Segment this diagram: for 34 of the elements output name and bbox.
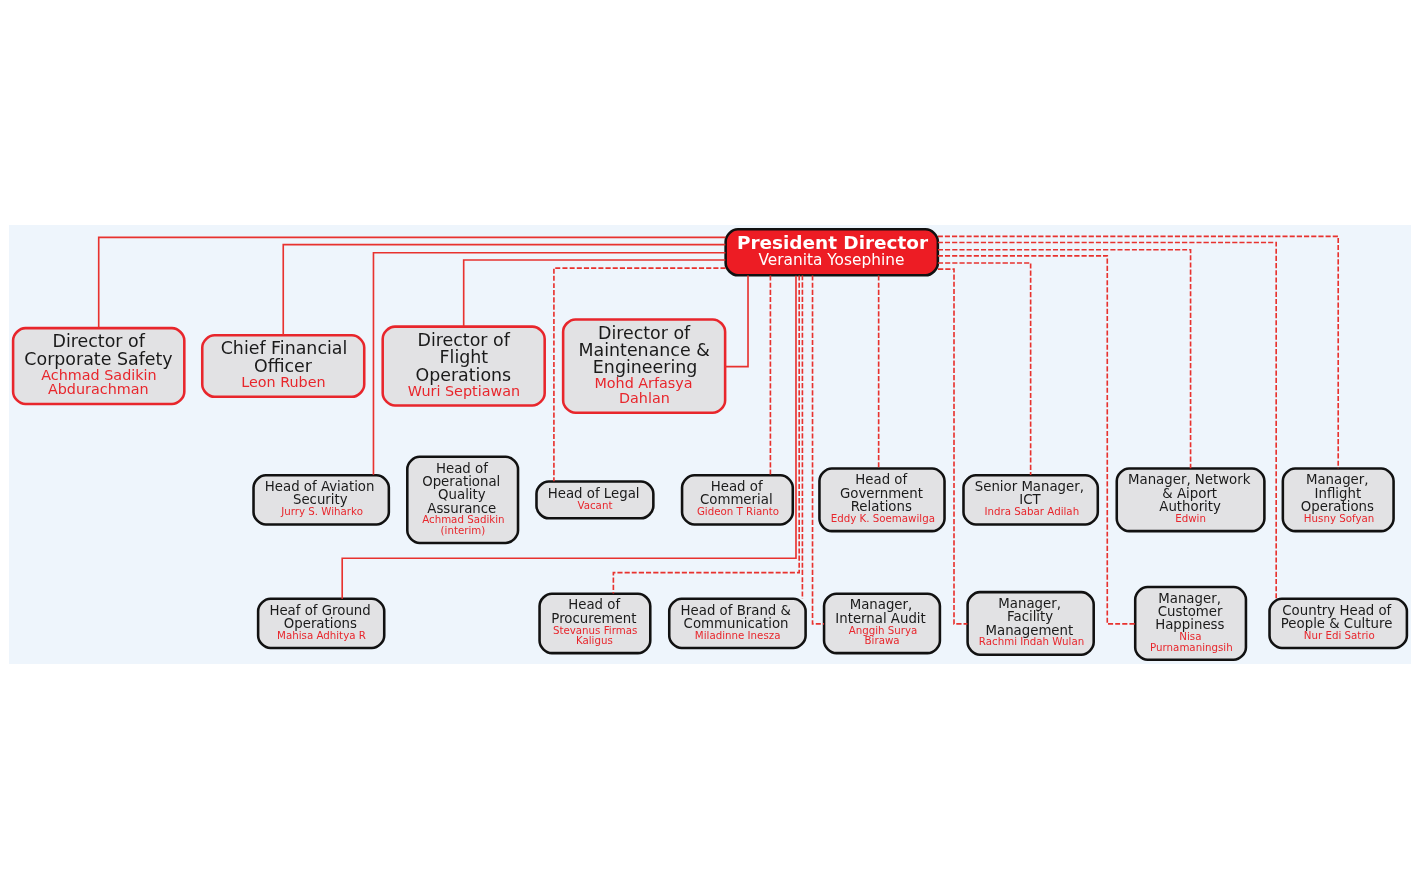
node-box: Chief Financial Officer Leon Ruben [200, 333, 365, 398]
node-box: Manager, Facility Management Rachmi Indah Wulan [965, 590, 1095, 656]
node-box: Director of Corporate Safety Achmad Sadikin Abdurachman [11, 326, 186, 405]
node-box: Senior Manager, ICT Indra Sabar Adilah [961, 473, 1099, 526]
node-box: Director of Flight Operations Wuri Septiawan [380, 324, 546, 407]
connector [811, 274, 825, 625]
node-box: Manager, Customer Happiness Nisa Purnamaningsih [1133, 585, 1247, 661]
node-box: Head of Procurement Stevanus Firmas Kaligus [537, 591, 652, 654]
node-box: Manager, Inflight Operations Husny Sofyan [1281, 466, 1395, 532]
connector [936, 261, 1031, 476]
connector [769, 274, 771, 476]
node-box: Head of Aviation Security Jurry S. Wiharko [251, 473, 390, 526]
node-box: Head of Legal Vacant [534, 479, 655, 520]
node-box: Head of Brand & Communication Miladinne Inesza [667, 597, 807, 649]
node-box: Director of Maintenance & Engineering Mohd Arfasya Dahlan [561, 317, 726, 414]
node-box: Manager, Network & Aiport Authority Edwin [1115, 466, 1266, 532]
node-box: President Director Veranita Yosephine [723, 227, 939, 277]
node-box: Heaf of Ground Operations Mahisa Adhitya R [256, 597, 385, 649]
connector [462, 258, 726, 327]
node-box: Country Head of People & Culture Nur Edi Satrio [1267, 597, 1408, 649]
connector [936, 235, 1339, 469]
connector [612, 274, 800, 594]
connector [936, 254, 1136, 625]
connector [723, 274, 749, 367]
connector [801, 274, 803, 600]
node-box: Manager, Internal Audit Anggih Surya Birawa [822, 591, 941, 654]
connector [936, 241, 1277, 600]
node-box: Head of Commerial Gideon T Rianto [680, 473, 794, 526]
connector [877, 274, 879, 469]
node-box: Head of Operational Quality Assurance Achmad Sadikin (interim) [405, 455, 519, 544]
connector [97, 236, 726, 329]
connector [281, 243, 726, 336]
node-box: Head of Government Relations Eddy K. Soemawilga [817, 466, 946, 532]
connector [936, 248, 1191, 469]
